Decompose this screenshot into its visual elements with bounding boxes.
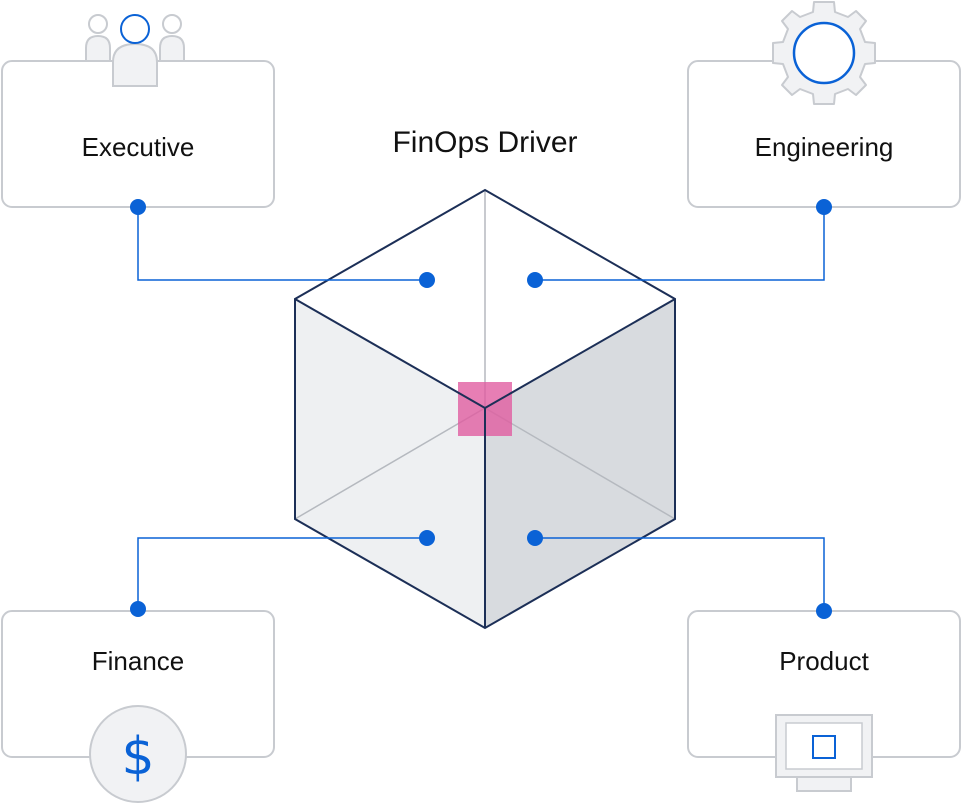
engineering-label: Engineering bbox=[755, 132, 894, 162]
connector-product bbox=[535, 537, 825, 611]
executive-label: Executive bbox=[82, 132, 195, 162]
engineering-cube-dot bbox=[527, 272, 543, 288]
product-label: Product bbox=[779, 646, 869, 676]
dollar-icon: $ bbox=[89, 705, 187, 803]
product-cube-dot bbox=[527, 530, 543, 546]
finance-box-dot bbox=[130, 601, 146, 617]
gear-icon bbox=[772, 1, 876, 105]
executive-box-dot bbox=[130, 199, 146, 215]
svg-text:$: $ bbox=[121, 727, 154, 787]
connector-executive bbox=[137, 207, 427, 281]
executive-cube-dot bbox=[419, 272, 435, 288]
people-icon bbox=[85, 14, 185, 87]
product-box-dot bbox=[816, 603, 832, 619]
cube-edge-top-left bbox=[294, 298, 486, 409]
connector-finance bbox=[137, 537, 427, 609]
finops-cube bbox=[294, 188, 676, 630]
connectors bbox=[137, 207, 825, 611]
cube-hidden-edge-right bbox=[484, 407, 676, 520]
cube-hidden-edge-left bbox=[294, 407, 486, 520]
finance-cube-dot bbox=[419, 530, 435, 546]
cube-edge-top-right bbox=[484, 298, 676, 409]
monitor-icon bbox=[775, 714, 873, 792]
connector-engineering bbox=[535, 207, 825, 281]
connection-dots bbox=[130, 199, 832, 619]
finance-label: Finance bbox=[92, 646, 185, 676]
engineering-box-dot bbox=[816, 199, 832, 215]
diagram-title: FinOps Driver bbox=[392, 126, 577, 159]
